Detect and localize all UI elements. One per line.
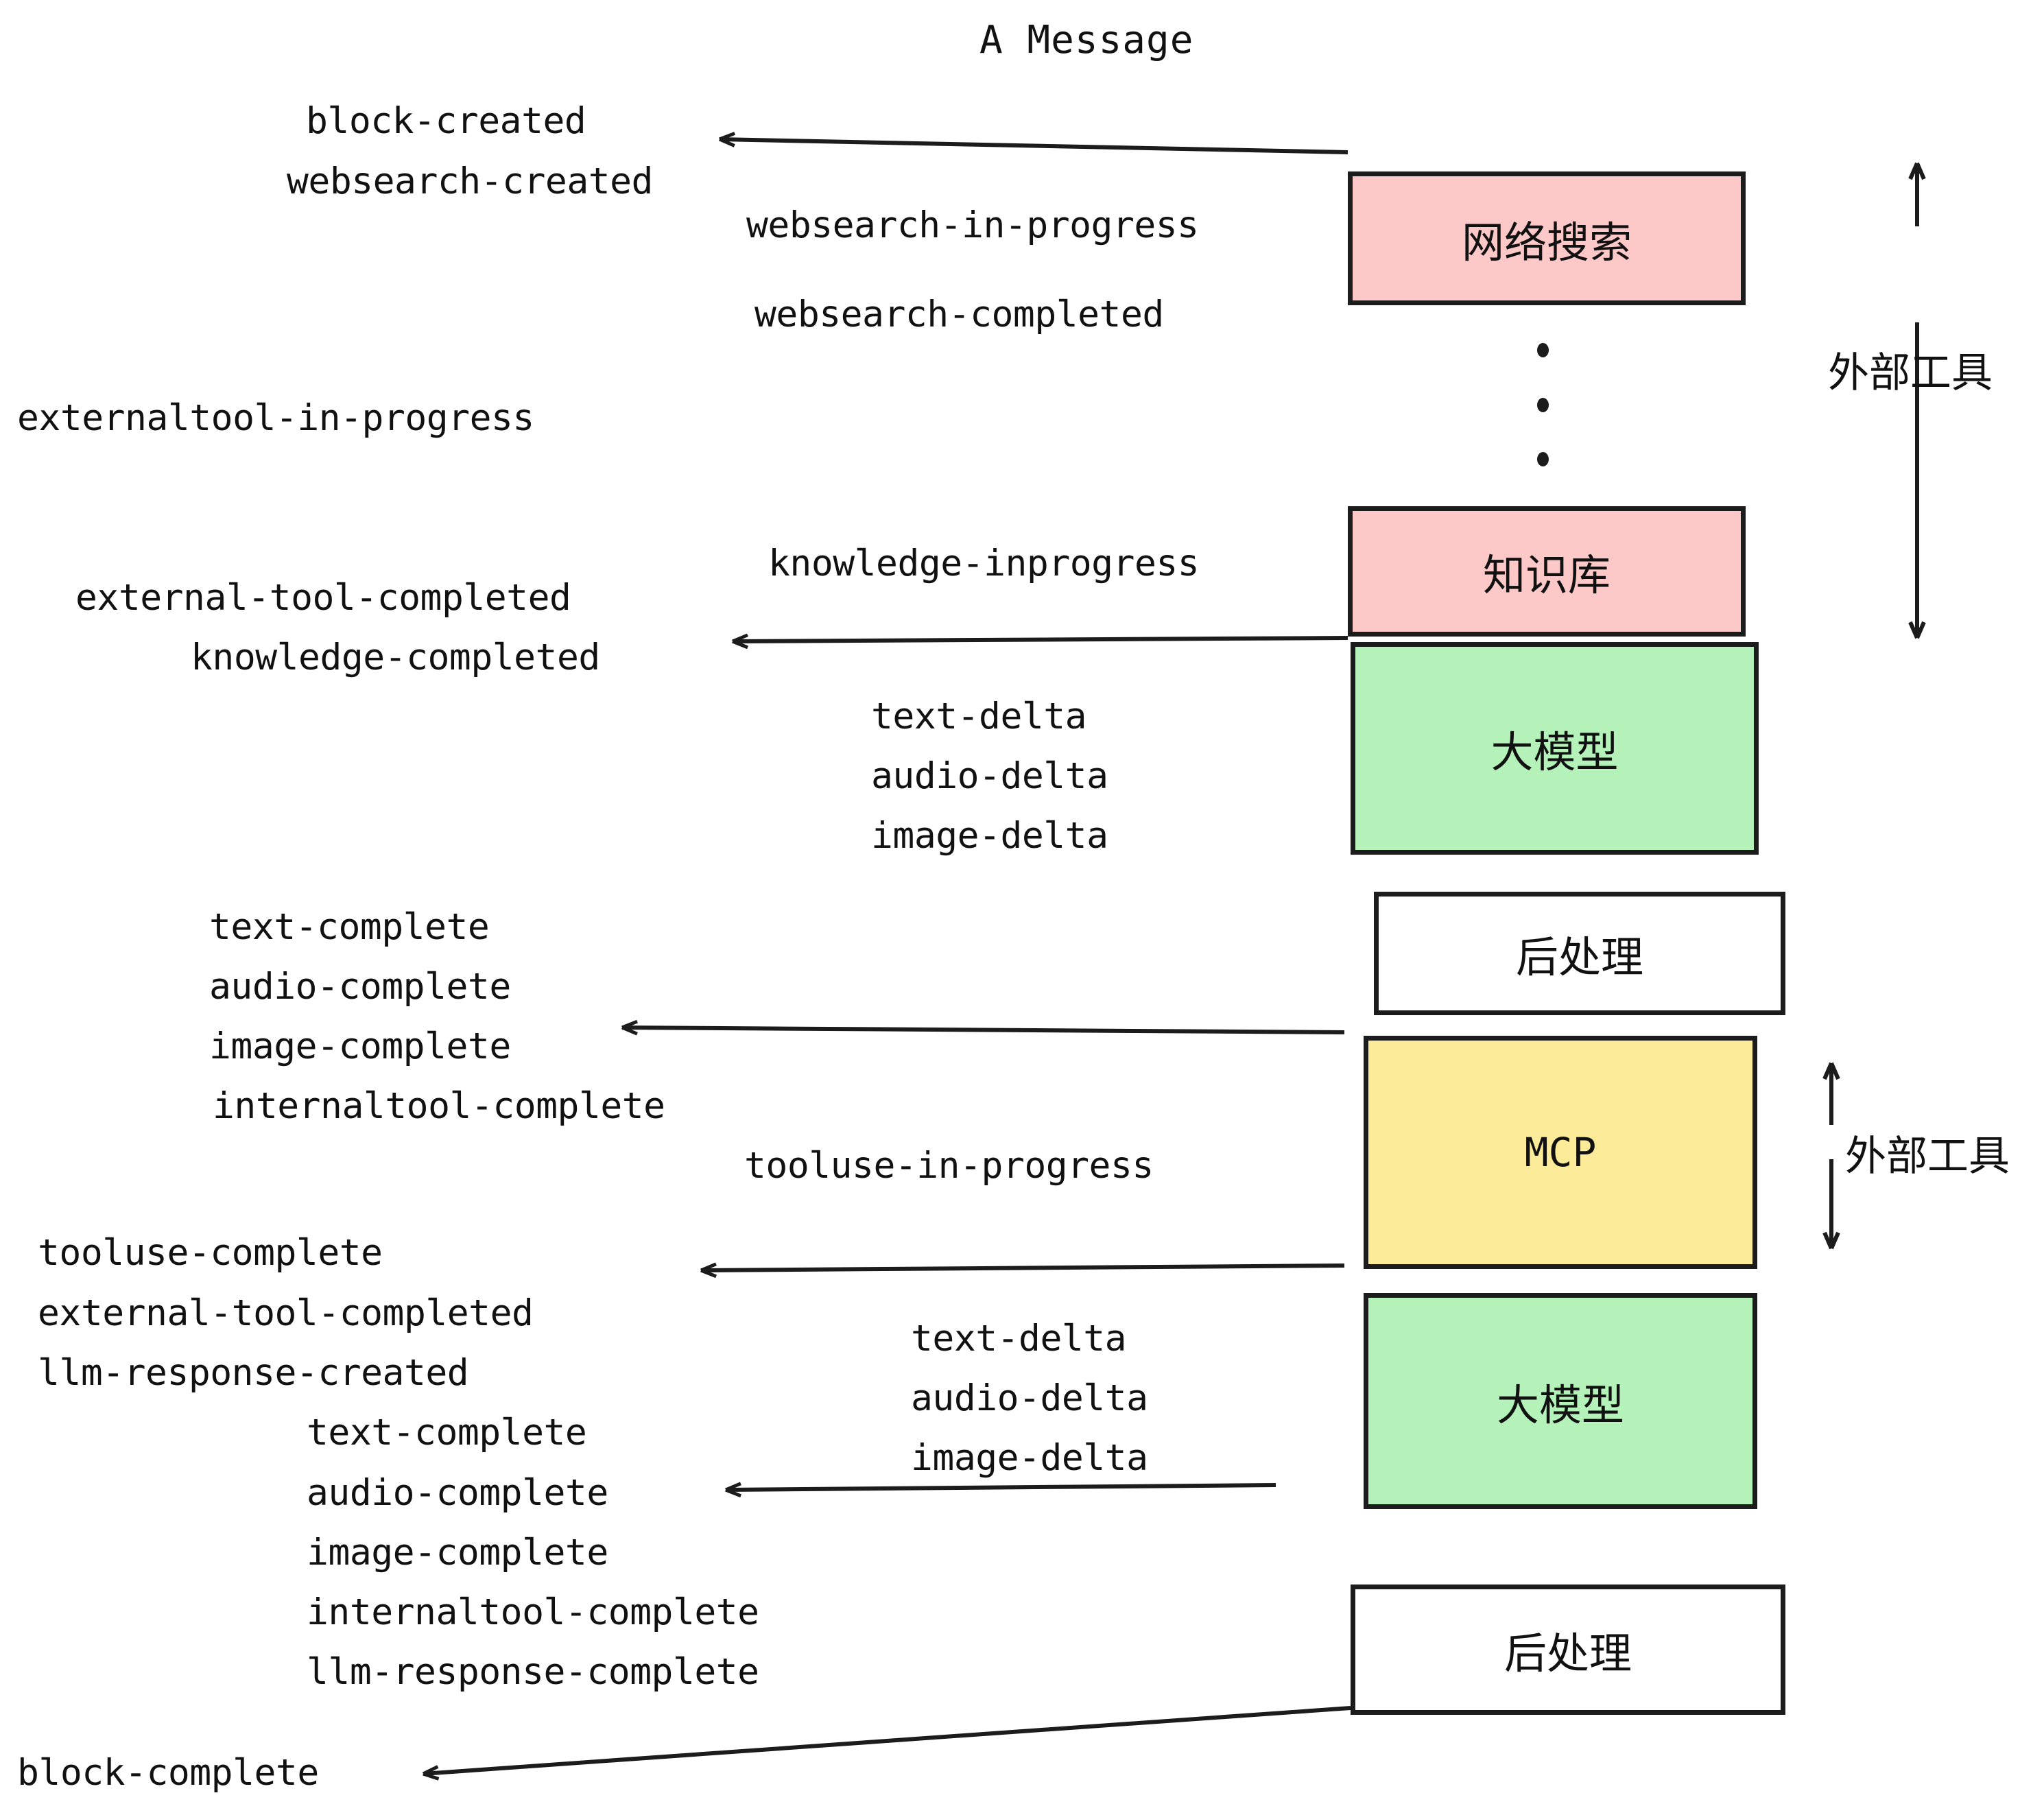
- box-postprocess-lower-label: 后处理: [1504, 1628, 1632, 1678]
- arrow-postprocess-to-block-complete: [422, 1706, 1351, 1781]
- event-websearch-completed: websearch-completed: [754, 294, 1164, 335]
- page-title: A Message: [979, 18, 1194, 62]
- event-audio-delta-2: audio-delta: [911, 1377, 1148, 1419]
- arrow-knowledge-to-completed: [732, 633, 1348, 650]
- event-websearch-created: websearch-created: [287, 161, 653, 202]
- box-llm-lower-label: 大模型: [1496, 1379, 1624, 1430]
- box-knowledge-label: 知识库: [1482, 550, 1611, 600]
- event-websearch-in-progress: websearch-in-progress: [746, 204, 1199, 246]
- box-websearch[interactable]: 网络搜索: [1348, 171, 1746, 305]
- event-image-complete-2: image-complete: [307, 1532, 608, 1574]
- event-text-complete-1: text-complete: [209, 906, 490, 948]
- vertical-ellipsis-icon: [1536, 343, 1549, 466]
- arrow-websearch-to-created: [719, 132, 1348, 154]
- box-websearch-label: 网络搜索: [1461, 217, 1632, 268]
- event-tooluse-complete: tooluse-complete: [38, 1232, 383, 1274]
- box-llm-lower[interactable]: 大模型: [1364, 1293, 1757, 1509]
- event-text-complete-2: text-complete: [307, 1412, 587, 1453]
- event-audio-complete-2: audio-complete: [307, 1472, 608, 1514]
- event-knowledge-inprogress: knowledge-inprogress: [768, 543, 1200, 584]
- side-label-external-tools-lower: 外部工具: [1845, 1132, 2010, 1180]
- event-audio-complete-1: audio-complete: [209, 966, 511, 1008]
- event-image-delta-2: image-delta: [911, 1437, 1148, 1479]
- event-text-delta-1: text-delta: [871, 696, 1087, 737]
- event-block-complete: block-complete: [17, 1752, 319, 1794]
- event-text-delta-2: text-delta: [911, 1318, 1127, 1360]
- box-llm-upper-label: 大模型: [1490, 727, 1619, 777]
- event-external-tool-completed-1: external-tool-completed: [75, 577, 571, 619]
- box-knowledge[interactable]: 知识库: [1348, 506, 1746, 637]
- event-audio-delta-1: audio-delta: [871, 755, 1108, 797]
- box-mcp-label: MCP: [1524, 1129, 1597, 1176]
- event-llm-response-created: llm-response-created: [38, 1352, 469, 1394]
- event-internaltool-complete-1: internaltool-complete: [213, 1085, 665, 1127]
- box-postprocess-upper-label: 后处理: [1515, 932, 1643, 982]
- event-tooluse-in-progress: tooluse-in-progress: [744, 1145, 1154, 1187]
- event-external-tool-completed-2: external-tool-completed: [38, 1292, 534, 1334]
- arrow-llm-lower-to-audio-complete: [725, 1482, 1276, 1498]
- box-llm-upper[interactable]: 大模型: [1351, 642, 1759, 855]
- event-image-complete-1: image-complete: [209, 1025, 511, 1067]
- arrow-mcp-to-tooluse-complete: [700, 1262, 1345, 1279]
- event-llm-response-complete: llm-response-complete: [307, 1651, 759, 1693]
- box-postprocess-lower[interactable]: 后处理: [1351, 1585, 1785, 1715]
- event-block-created: block-created: [306, 100, 586, 142]
- arrow-llm-upper-to-image-complete: [621, 1019, 1345, 1036]
- box-mcp[interactable]: MCP: [1364, 1036, 1757, 1269]
- event-internaltool-complete-2: internaltool-complete: [307, 1591, 759, 1633]
- event-image-delta-1: image-delta: [871, 815, 1108, 857]
- box-postprocess-upper[interactable]: 后处理: [1374, 892, 1785, 1015]
- side-label-external-tools-upper: 外部工具: [1828, 349, 1993, 397]
- event-externaltool-in-progress: externaltool-in-progress: [17, 397, 534, 439]
- event-knowledge-completed: knowledge-completed: [191, 637, 600, 678]
